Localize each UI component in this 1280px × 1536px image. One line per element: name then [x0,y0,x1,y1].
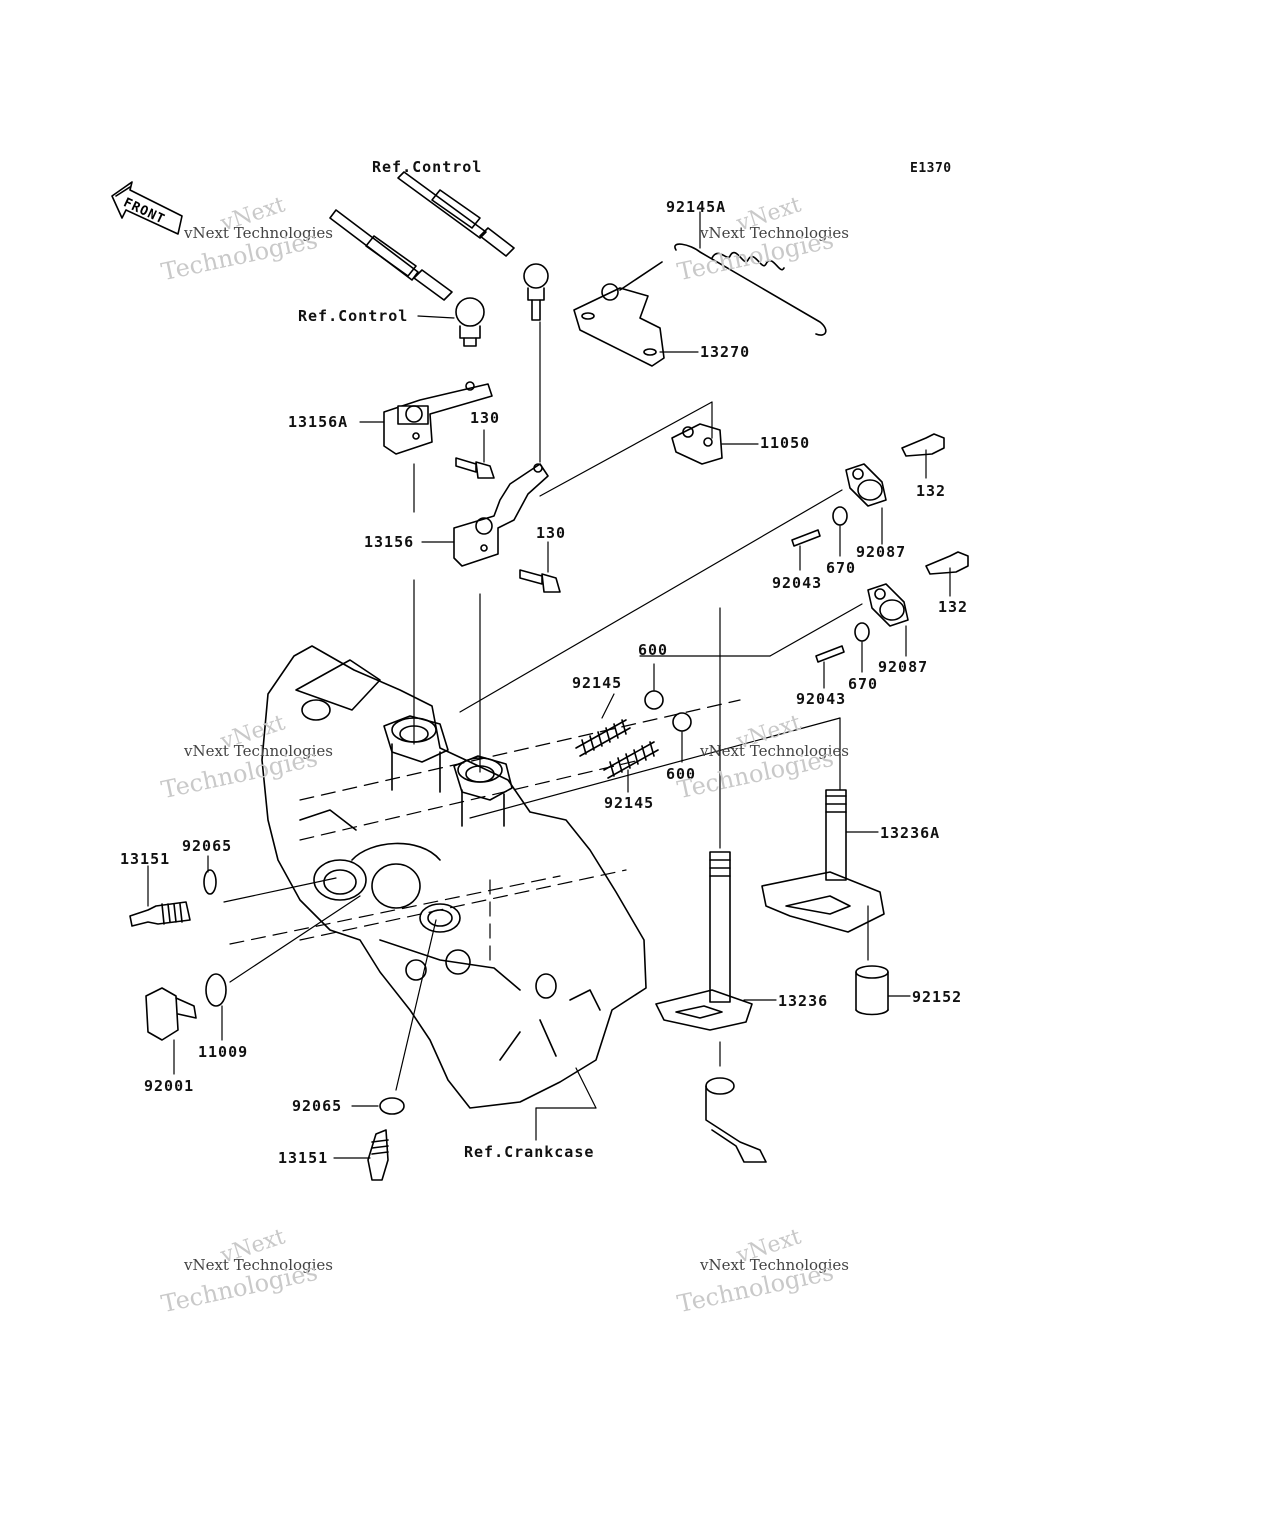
collar-92152 [855,965,889,1016]
label-92043-lower: 92043 [796,690,847,708]
leader-lines [147,211,951,1159]
control-rod-lower [329,209,485,347]
label-670-lower: 670 [848,675,879,693]
washer-92065-lower [379,1097,405,1115]
label-92145-lower: 92145 [604,794,655,812]
label-13151-upper: 13151 [120,850,171,868]
label-92001: 92001 [144,1077,195,1095]
label-92145A: 92145A [666,198,727,216]
label-92043-upper: 92043 [772,574,823,592]
ball-600-upper [644,690,664,710]
label-13151-lower: 13151 [278,1149,329,1167]
label-92087-upper: 92087 [856,543,907,561]
oring-670-lower [854,622,870,642]
washer-11009 [205,973,227,1007]
label-ref-control-left: Ref.Control [298,307,409,325]
bracket-11050 [671,423,723,465]
label-92152: 92152 [912,988,963,1006]
label-11050: 11050 [760,434,811,452]
label-132-upper: 132 [916,482,947,500]
label-13270: 13270 [700,343,751,361]
label-670-upper: 670 [826,559,857,577]
label-11009: 11009 [198,1043,249,1061]
lever-13156A [383,381,493,455]
spring-92145-lower [603,741,659,779]
label-130-upper: 130 [470,409,501,427]
label-13156A: 13156A [288,413,349,431]
dashed-lines [229,699,741,961]
bolt-92001 [145,987,197,1041]
reference-lines [413,321,869,1067]
label-92065-lower: 92065 [292,1097,343,1115]
shaft-13236 [655,851,767,1163]
bolt-130-upper [455,457,495,479]
control-rod-upper [397,171,549,321]
crankcase [261,645,647,1109]
oring-670-upper [832,506,848,526]
label-600-upper: 600 [638,641,669,659]
bolt-132-lower [925,551,969,575]
plug-13151-upper [129,901,191,927]
lever-13156 [453,463,549,567]
bolt-130-lower [519,569,561,593]
spring-92145A [674,243,827,336]
pin-92043-upper [791,529,821,547]
pin-92043-lower [815,645,845,663]
bracket-13270 [573,261,665,367]
front-arrow-icon [111,181,183,235]
label-ref-crankcase: Ref.Crankcase [464,1143,595,1161]
bolt-132-upper [901,433,945,457]
shaft-13236A [761,789,885,933]
spring-92145-upper [575,719,631,757]
label-130-lower: 130 [536,524,567,542]
label-13156: 13156 [364,533,415,551]
label-ref-control-top: Ref.Control [372,158,483,176]
washer-92065-upper [203,869,217,895]
label-13236A: 13236A [880,824,941,842]
cap-92087-upper [845,463,887,507]
plug-13151-lower [367,1129,389,1181]
label-92145-upper: 92145 [572,674,623,692]
label-132-lower: 132 [938,598,969,616]
label-600-lower: 600 [666,765,697,783]
diagram-code: E1370 [910,161,952,176]
cap-92087-lower [867,583,909,627]
label-92065-upper: 92065 [182,837,233,855]
ball-600-lower [672,712,692,732]
label-13236: 13236 [778,992,829,1010]
label-92087-lower: 92087 [878,658,929,676]
